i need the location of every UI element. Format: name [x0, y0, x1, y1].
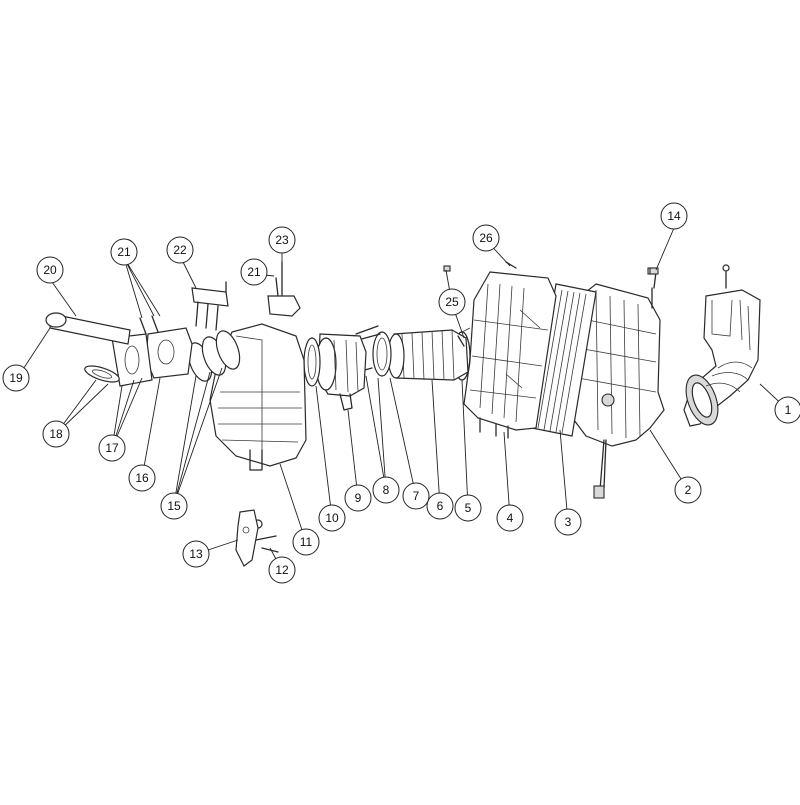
part-6-bellows-hose	[387, 329, 469, 381]
part-10-gasket	[303, 337, 321, 387]
callouts: 1 2 3 4 5 6 7 8 9 10 11 12 13 14 15 16 1…	[2, 202, 800, 584]
svg-text:17: 17	[105, 441, 119, 455]
part-21-bolts	[139, 277, 279, 335]
callout-6: 6	[426, 492, 454, 520]
part-22-injector-rail	[191, 287, 229, 331]
part-9-throttle-body	[315, 333, 367, 411]
svg-text:18: 18	[49, 427, 63, 441]
callout-4: 4	[496, 504, 524, 532]
callout-3: 3	[554, 508, 582, 536]
svg-text:9: 9	[355, 491, 362, 505]
callout-1: 1	[774, 396, 800, 424]
callout-5: 5	[454, 494, 482, 522]
svg-text:6: 6	[437, 499, 444, 513]
svg-text:10: 10	[325, 511, 339, 525]
svg-text:5: 5	[465, 501, 472, 515]
callout-12: 12	[268, 556, 296, 584]
svg-text:3: 3	[565, 515, 572, 529]
svg-text:1: 1	[785, 403, 792, 417]
part-16-spacer	[145, 327, 193, 379]
callout-13: 13	[182, 540, 210, 568]
callout-23: 23	[268, 226, 296, 254]
part-18-washer	[84, 365, 120, 383]
part-7-ring	[372, 331, 392, 377]
svg-text:13: 13	[189, 547, 203, 561]
callout-22: 22	[166, 236, 194, 264]
svg-text:23: 23	[275, 233, 289, 247]
svg-text:7: 7	[413, 489, 420, 503]
svg-text:21: 21	[117, 245, 131, 259]
callout-14: 14	[660, 202, 688, 230]
svg-text:19: 19	[9, 371, 23, 385]
part-20-pipe	[45, 312, 131, 345]
svg-text:16: 16	[135, 471, 149, 485]
callout-25: 25	[438, 288, 466, 316]
part-13-bracket	[235, 509, 259, 567]
svg-text:20: 20	[43, 263, 57, 277]
svg-text:12: 12	[275, 563, 289, 577]
part-23-sensor	[267, 261, 301, 317]
svg-text:8: 8	[383, 483, 390, 497]
svg-text:2: 2	[685, 483, 692, 497]
callout-10: 10	[318, 504, 346, 532]
part-1-intake-elbow	[683, 264, 761, 427]
svg-text:4: 4	[507, 511, 514, 525]
callout-15: 15	[160, 492, 188, 520]
callout-8: 8	[372, 476, 400, 504]
svg-text:26: 26	[479, 231, 493, 245]
svg-text:25: 25	[445, 295, 459, 309]
callout-20: 20	[36, 256, 64, 284]
part-14-bolt	[649, 267, 659, 275]
callout-2: 2	[674, 476, 702, 504]
leader-lines	[15, 227, 789, 571]
svg-text:11: 11	[300, 535, 313, 549]
callout-7: 7	[402, 482, 430, 510]
callout-19: 19	[2, 364, 30, 392]
svg-text:15: 15	[167, 499, 181, 513]
callout-18: 18	[42, 420, 70, 448]
callout-21b: 21	[240, 258, 268, 286]
svg-text:21: 21	[247, 265, 261, 279]
svg-text:14: 14	[667, 209, 681, 223]
svg-text:22: 22	[173, 243, 187, 257]
callout-9: 9	[344, 484, 372, 512]
callout-11: 11	[292, 528, 320, 556]
callout-21a: 21	[110, 238, 138, 266]
callout-17: 17	[98, 434, 126, 462]
part-15-gaskets	[187, 330, 241, 382]
callout-26: 26	[472, 224, 500, 252]
part-17-flange	[111, 333, 153, 387]
callout-16: 16	[128, 464, 156, 492]
part-4-air-cleaner-upper	[463, 271, 557, 439]
